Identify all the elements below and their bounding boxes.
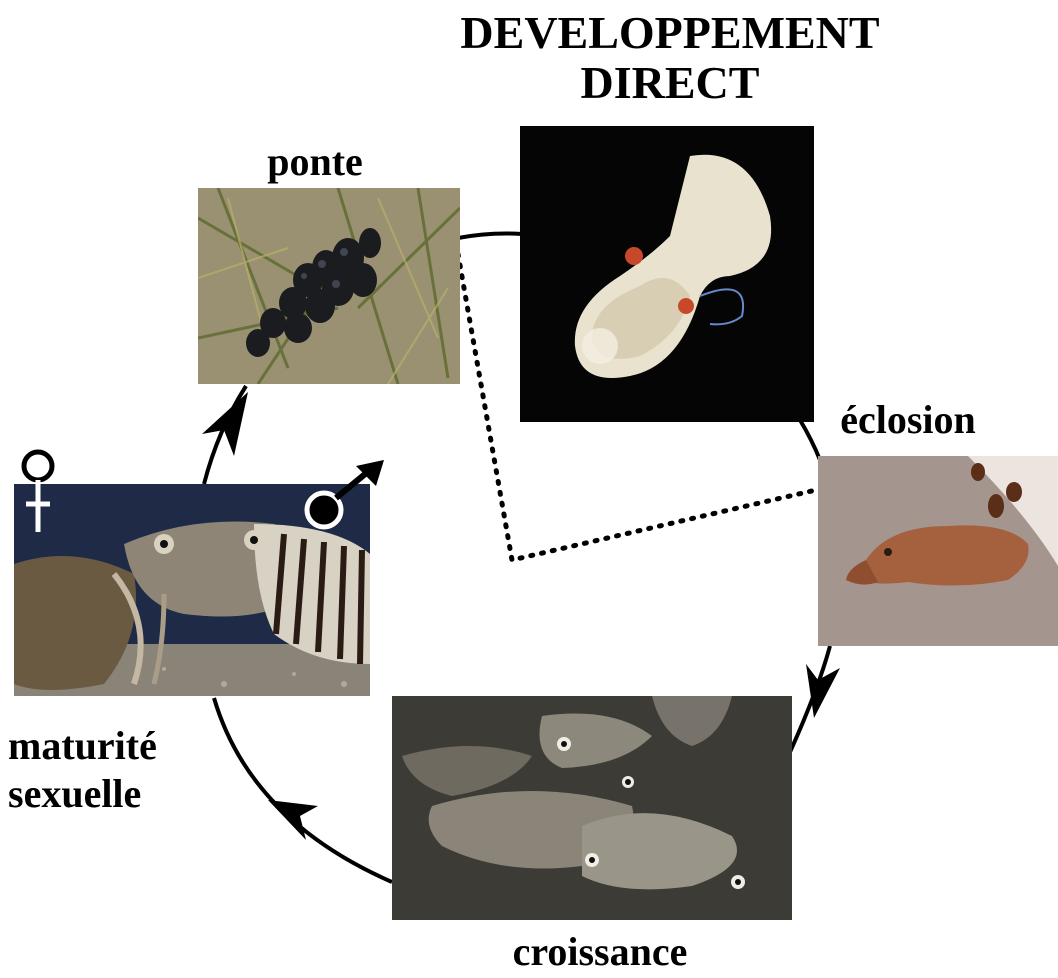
stage-label-croissance: croissance <box>480 930 720 974</box>
arc-croissance-to-maturite <box>214 698 392 882</box>
photo-egg-cluster <box>198 188 460 384</box>
arc-ponte-to-hatchling <box>458 234 522 239</box>
page-title: DEVELOPPEMENT DIRECT <box>400 8 940 108</box>
photo-hatchling <box>520 126 814 422</box>
arrow-up-to-ponte <box>202 392 248 456</box>
arc-hatchling-to-eclosion <box>800 420 820 460</box>
maturite-line-2: sexuelle <box>8 770 208 818</box>
stage-label-eclosion: éclosion <box>828 398 988 442</box>
arc-eclosion-to-croissance <box>790 646 830 752</box>
stage-label-ponte: ponte <box>250 140 380 184</box>
photo-hatching-juvenile <box>818 456 1058 646</box>
title-line-1: DEVELOPPEMENT <box>400 8 940 58</box>
maturite-line-1: maturité <box>8 722 208 770</box>
stage-label-maturite: maturité sexuelle <box>8 722 208 818</box>
title-line-2: DIRECT <box>400 58 940 108</box>
photo-juveniles-growing <box>392 696 792 920</box>
female-symbol-icon <box>16 446 60 538</box>
male-symbol-icon <box>300 456 390 540</box>
